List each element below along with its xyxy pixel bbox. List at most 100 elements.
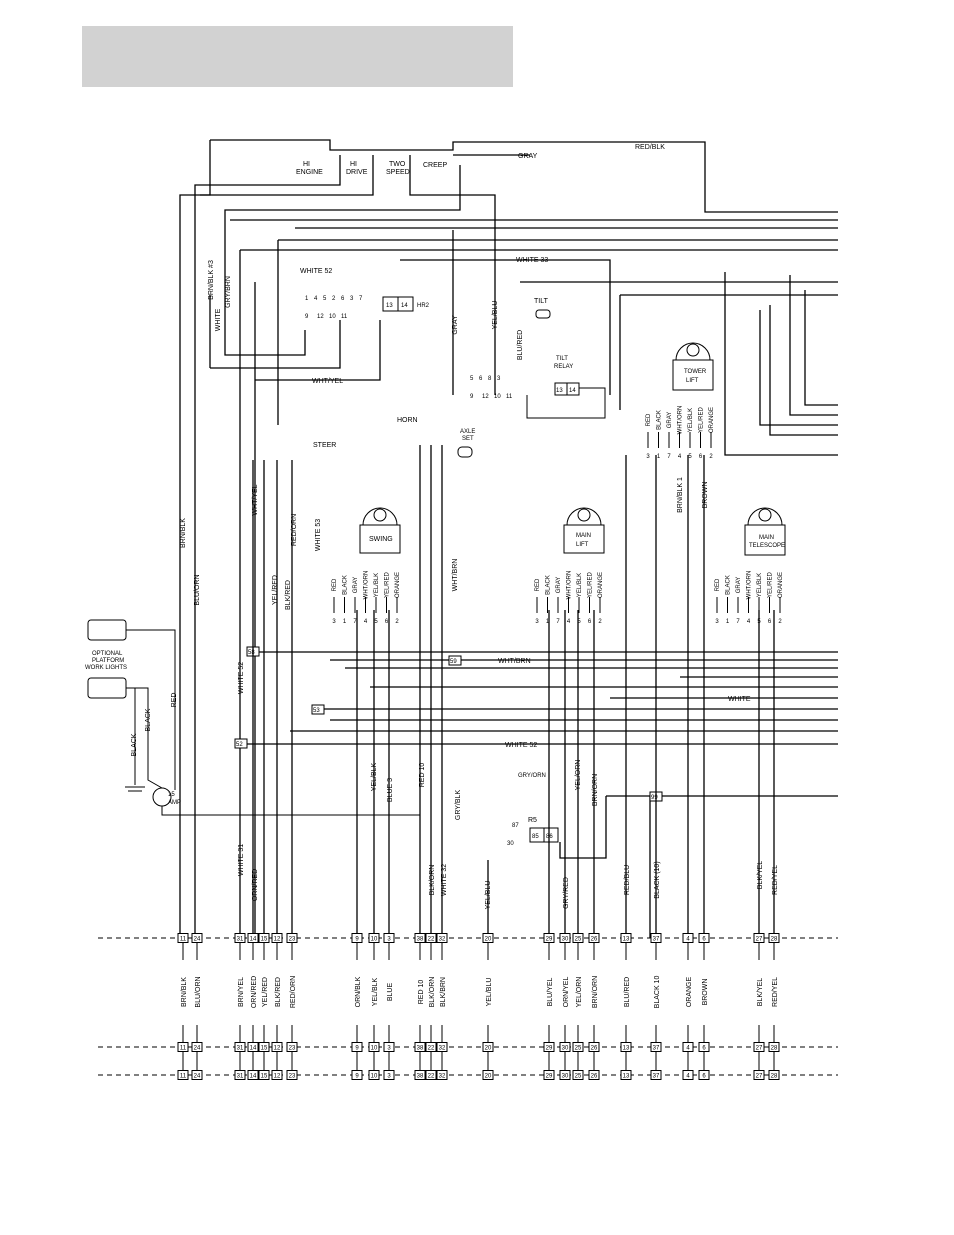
wire-label-vertical: RED — [171, 693, 178, 708]
connector-pin-box — [191, 933, 203, 943]
wire-label-vertical: YEL/BLU — [485, 881, 492, 910]
connector-pin-box — [351, 933, 363, 943]
connector-pin-12: 12 — [274, 1046, 281, 1052]
connector-pin-box — [698, 1070, 710, 1080]
connector-pin-23: 23 — [289, 937, 296, 943]
bottom-wire-label: BLU/RED — [624, 977, 631, 1007]
controller-tower-lift-name-1: TOWER — [684, 369, 707, 375]
wire-label-vertical: BLACK (10) — [654, 861, 661, 898]
bottom-wire-label: YEL/BLK — [372, 977, 379, 1006]
connector-pin-29: 29 — [546, 1074, 553, 1080]
connector-pin-32: 32 — [439, 937, 446, 943]
connector-pin-box — [768, 1042, 780, 1052]
connector-pin-box — [436, 933, 448, 943]
terminal-number: 9 — [470, 394, 474, 400]
connector-pin-32: 32 — [439, 1074, 446, 1080]
controller-main-lift: MAIN LIFT — [563, 524, 605, 554]
svg-text:99: 99 — [651, 795, 658, 801]
wire-label-white-33: WHITE 33 — [516, 257, 548, 264]
connector-pin-box — [698, 1042, 710, 1052]
controller-tower-lift: TOWER LIFT — [672, 359, 714, 391]
controller-main-lift-name-1: MAIN — [576, 533, 591, 539]
connector-pin-15: 15 — [261, 1074, 268, 1080]
connector-pin-box — [588, 1042, 600, 1052]
terminal-number: 2 — [332, 296, 336, 302]
bus-wires — [235, 651, 838, 938]
connector-pin-box — [177, 1042, 189, 1052]
connector-pin-38: 38 — [417, 1046, 424, 1052]
terminal-number: 5 — [470, 376, 474, 382]
terminal-number: 7 — [359, 296, 363, 302]
connector-pin-box — [191, 1042, 203, 1052]
controller-pin-number: 1 — [343, 619, 347, 625]
connector-pin-box — [368, 933, 380, 943]
connector-pin-9: 9 — [355, 1074, 359, 1080]
controller-pin-label: WHT/ORN — [747, 571, 753, 600]
connector-pin-27: 27 — [756, 1046, 763, 1052]
connector-pin-box — [383, 1042, 395, 1052]
wire-label-vertical: YEL/BLU — [492, 301, 499, 330]
controller-pin-label: RED — [715, 578, 721, 591]
terminal-number: 3 — [497, 376, 501, 382]
connector-pin-box — [620, 933, 632, 943]
controller-pin-number: 7 — [736, 619, 740, 625]
connector-pin-box — [482, 1042, 494, 1052]
axle-set-sensor — [457, 446, 473, 458]
connector-pin-box — [753, 933, 765, 943]
connector-pin-box — [650, 1070, 662, 1080]
r5-relay: 85 86 R5 87 30 — [507, 817, 559, 847]
connector-pin-31: 31 — [237, 1046, 244, 1052]
bottom-wire-label: YEL/RED — [262, 977, 269, 1007]
wire-label-vertical: WHITE 53 — [315, 519, 322, 551]
svg-text:52: 52 — [236, 742, 243, 748]
wire-label-vertical: GRY/BLK — [455, 790, 462, 821]
controller-pin-label: ORANGE — [395, 572, 401, 598]
connector-pin-box — [436, 1070, 448, 1080]
connector-pin-box — [753, 1042, 765, 1052]
controller-pin-label: WHT/ORN — [364, 571, 370, 600]
wire-label-vertical: BLU/RED — [517, 330, 524, 360]
connector-pin-27: 27 — [756, 1074, 763, 1080]
work-lights-label-2: PLATFORM — [92, 658, 124, 664]
connector-pin-box — [588, 933, 600, 943]
connector-pin-20: 20 — [485, 1046, 492, 1052]
connector-pin-box — [682, 933, 694, 943]
controller-pin-label: YEL/BLK — [688, 408, 694, 432]
switch-cluster — [179, 139, 838, 938]
controller-pin-label: GRAY — [667, 412, 673, 429]
controller-pin-label: GRAY — [353, 577, 359, 594]
hr2-relay: 13 14 HR2 — [382, 296, 430, 312]
bottom-wire-label: YEL/ORN — [576, 977, 583, 1008]
connector-pin-31: 31 — [237, 937, 244, 943]
connector-pin-26: 26 — [591, 1046, 598, 1052]
wire-label-vertical: BLUE 3 — [387, 778, 394, 802]
hr2-pin-14: 14 — [401, 303, 408, 309]
connector-pin-11: 11 — [180, 1074, 187, 1080]
bottom-wire-label: BLK/ORN — [429, 977, 436, 1008]
bottom-wire-label: ORANGE — [686, 977, 693, 1008]
connector-pin-box — [559, 1042, 571, 1052]
tilt-relay-pin-13: 13 — [556, 388, 563, 394]
connector-pin-11: 11 — [180, 1046, 187, 1052]
hi-engine-label-2: ENGINE — [296, 169, 323, 176]
connector-pin-24: 24 — [194, 1074, 201, 1080]
connector-pin-box — [258, 1070, 270, 1080]
connector-pin-11: 11 — [180, 937, 187, 943]
tilt-relay-label-2: RELAY — [554, 364, 573, 370]
connector-pin-22: 22 — [428, 937, 435, 943]
connector-pin-box — [753, 1070, 765, 1080]
connector-pin-box — [425, 1042, 437, 1052]
controller-pin-number: 1 — [657, 454, 661, 460]
bottom-wire-label: BLACK 10 — [654, 976, 661, 1009]
bus-label-gry-orn: GRY/ORN — [518, 773, 546, 779]
controller-pin-number: 4 — [364, 619, 368, 625]
wire-label-vertical: WHITE 31 — [238, 844, 245, 876]
controller-pin-label: WHT/ORN — [678, 406, 684, 435]
controller-knob — [686, 343, 700, 357]
connector-pin-15: 15 — [261, 1046, 268, 1052]
wire-label-vertical: BLACK — [131, 733, 138, 756]
wire-label-vertical: GRAY — [452, 315, 459, 335]
r5-label: R5 — [528, 817, 537, 824]
connector-pin-38: 38 — [417, 1074, 424, 1080]
